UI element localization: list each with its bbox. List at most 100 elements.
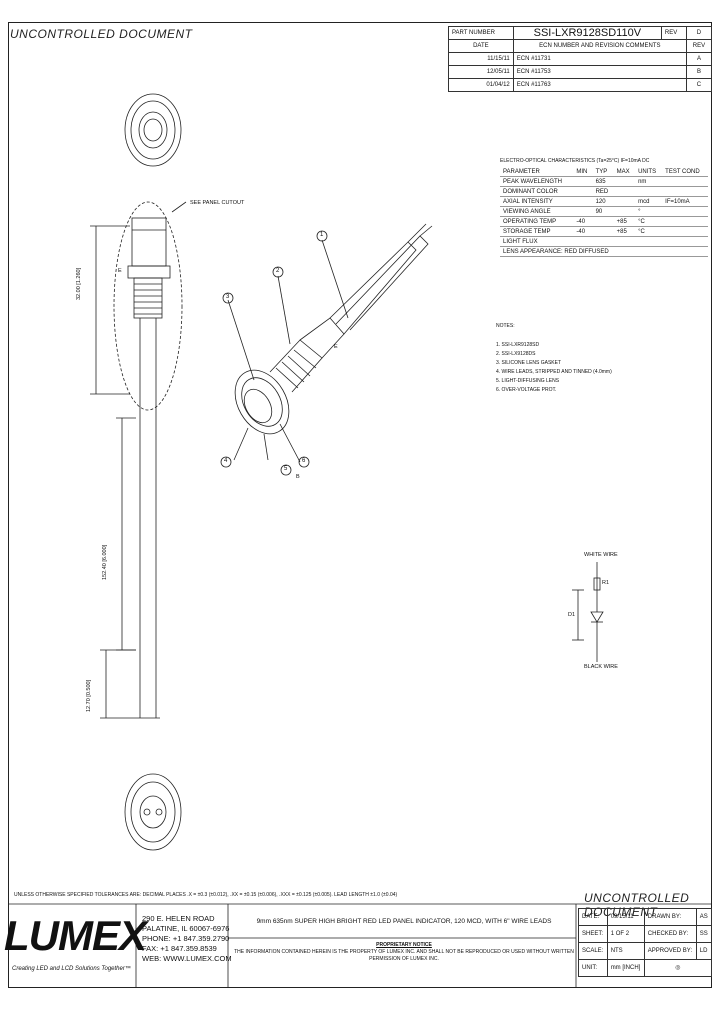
optics-cell [573,236,593,247]
front-view-bottom [124,773,182,851]
proprietary-notice: PROPRIETARY NOTICE THE INFORMATION CONTA… [232,942,576,963]
optics-cell: LIGHT FLUX [500,236,574,247]
unit-value: mm [INCH] [606,959,645,977]
callout-number: 5 [284,466,288,472]
optics-cell [613,196,636,207]
revision-comment: ECN #11763 [512,78,687,92]
address-line: WEB: WWW.LUMEX.COM [142,954,232,963]
optics-cell [613,176,636,187]
side-view [90,201,187,719]
checked-by-value: SS [695,925,713,943]
optics-header: TYP [592,167,614,177]
address-line: FAX: +1 847.359.8539 [142,944,217,953]
letter-e-iso: E [334,344,338,350]
lumex-logo: LUMEX [4,912,147,959]
note-item: 6. OVER-VOLTAGE PROT. [496,387,557,393]
letter-e-side: E [118,268,122,274]
schematic-side-label: D1 [568,612,576,618]
optics-header: UNITS [635,167,663,177]
optics-title: ELECTRO-OPTICAL CHARACTERISTICS (Ta=25°C… [500,158,650,164]
optics-cell: +85 [613,226,636,237]
scale-value: NTS [606,942,645,960]
optics-header: MAX [613,167,636,177]
note-item: 1. SSI-LXR9128SD [496,342,540,348]
dimension-label-lead: 152.40 [6.000] [102,544,108,580]
optics-cell: 635 [592,176,614,187]
callout-circles [220,230,328,476]
optics-cell [592,216,614,227]
tolerance-note: UNLESS OTHERWISE SPECIFIED TOLERANCES AR… [14,892,398,898]
checked-by-label: CHECKED BY: [643,925,697,943]
optics-cell: °C [635,216,663,227]
callout-number: 1 [320,232,324,238]
revision-row: 01/04/12 ECN #11763 C [448,78,713,92]
date-value: 09/15/11 [606,908,645,926]
optics-row: STORAGE TEMP-40 +85°C [500,226,708,237]
approved-by-value: LD [695,942,713,960]
sheet-value: 1 OF 2 [606,925,645,943]
optics-cell: LENS APPEARANCE: RED DIFFUSED [500,246,708,257]
optics-grid: PARAMETER MIN TYP MAX UNITS TEST COND PE… [500,167,708,257]
revision-row: 12/05/11 ECN #11753 B [448,65,713,79]
optics-cell: OPERATING TEMP [500,216,574,227]
optics-cell [662,216,708,227]
drawn-by-value: AS [695,908,713,926]
drawing-sheet-border [8,22,712,988]
optics-cell: ° [635,206,663,217]
optics-cell [613,236,636,247]
schematic-top-label: WHITE WIRE [584,552,618,558]
schematic-bottom-label: BLACK WIRE [584,664,618,670]
note-item: 5. LIGHT-DIFFUSING LENS [496,378,560,384]
optics-cell: 90 [592,206,614,217]
optics-cell: IF=10mA [662,196,708,207]
sheet-label: SHEET: [578,925,608,943]
optics-cell [662,206,708,217]
optics-row: PEAK WAVELENGTH 635 nm [500,176,708,187]
proprietary-title: PROPRIETARY NOTICE [376,942,432,948]
optics-header-row: PARAMETER MIN TYP MAX UNITS TEST COND [500,167,708,177]
letter-b-iso: B [296,474,300,480]
note-item: 4. WIRE LEADS, STRIPPED AND TINNED (4.0m… [496,369,612,375]
optics-cell [635,236,663,247]
optics-cell [573,206,593,217]
date-label: DATE: [578,908,608,926]
optics-cell: °C [635,226,663,237]
optics-cell [662,236,708,247]
proprietary-text: THE INFORMATION CONTAINED HEREIN IS THE … [234,949,574,962]
optics-cell [573,186,593,197]
drawing-info-grid: DATE: 09/15/11 DRAWN BY: AS SHEET: 1 OF … [578,908,713,977]
optics-cell: 120 [592,196,614,207]
revision-letter: C [685,78,713,92]
optics-cell [635,186,663,197]
note-item: 2. SSI-LX9128DS [496,351,536,357]
optics-cell: STORAGE TEMP [500,226,574,237]
address-line: 290 E. HELEN ROAD [142,914,215,923]
optics-cell: RED [592,186,614,197]
callout-number: 4 [224,458,228,464]
isometric-view [227,223,433,463]
optics-cell [573,176,593,187]
note-item: 3. SILICONE LENS GASKET [496,360,562,366]
optics-cell: PEAK WAVELENGTH [500,176,574,187]
optics-cell [613,206,636,217]
optics-cell: nm [635,176,663,187]
schematic-resistor-label: R1 [602,580,610,586]
optics-cell [662,176,708,187]
optics-cell: +85 [613,216,636,227]
callout-number: 6 [302,458,306,464]
optics-cell [613,186,636,197]
part-description: 9mm 635nm SUPER HIGH BRIGHT RED LED PANE… [256,918,552,925]
wiring-schematic [572,562,604,662]
dimension-label-strip: 12.70 [0.500] [86,679,92,712]
optics-cell [592,236,614,247]
optics-cell: -40 [573,226,593,237]
uncontrolled-document-stamp-top: UNCONTROLLED DOCUMENT [10,27,193,41]
projection-symbol-icon: ◎ [643,959,713,977]
callout-number: 3 [226,294,230,300]
electro-optical-table: ELECTRO-OPTICAL CHARACTERISTICS (Ta=25°C… [500,158,708,257]
optics-header: MIN [573,167,593,177]
